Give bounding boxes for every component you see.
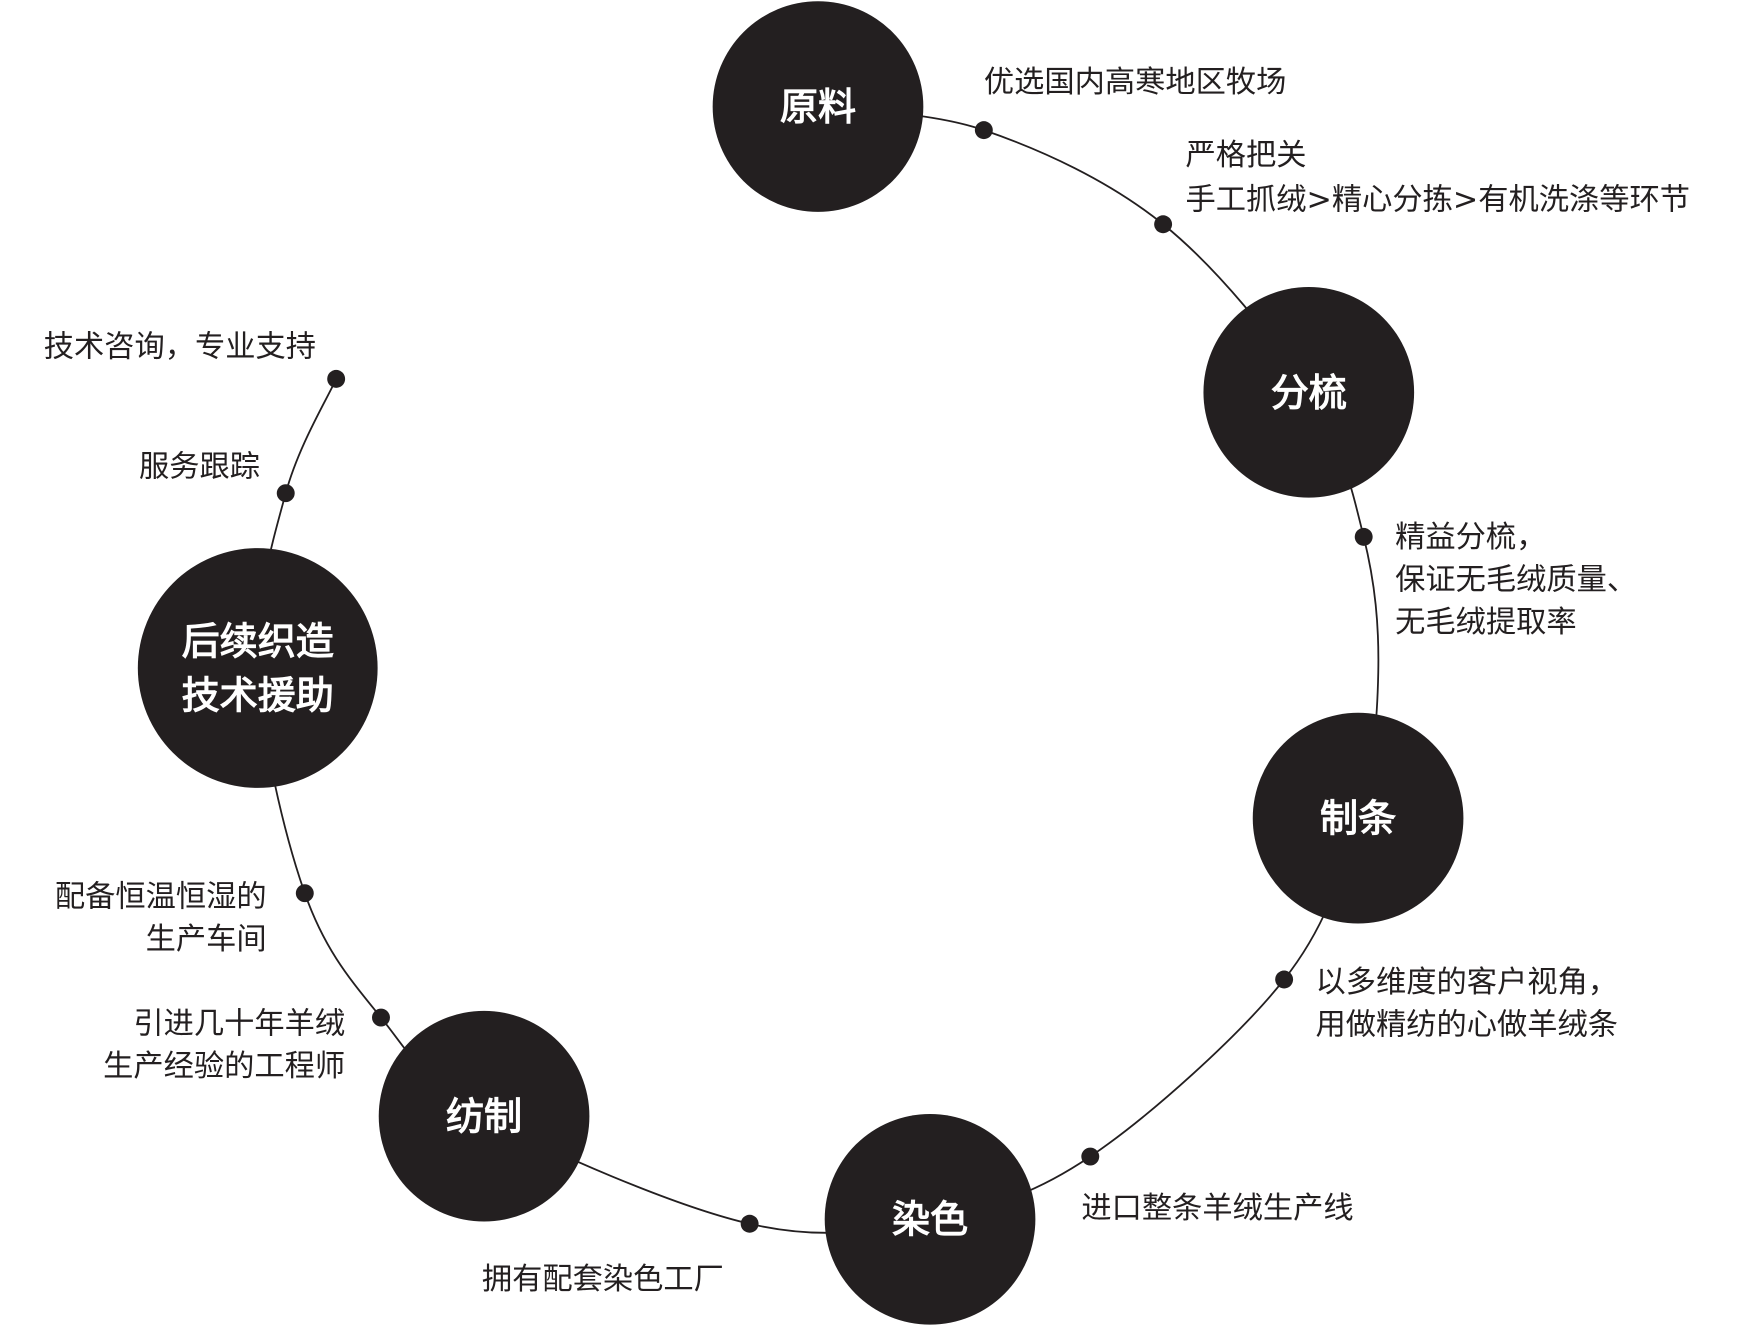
connector-dot bbox=[740, 1214, 759, 1233]
annotation-text: 进口整条羊绒生产线 bbox=[1081, 1191, 1353, 1226]
connector-dot bbox=[276, 484, 295, 503]
connector-dot bbox=[974, 121, 993, 140]
annotation: 技术咨询，专业支持 bbox=[44, 329, 316, 364]
annotation: 优选国内高寒地区牧场 bbox=[984, 65, 1287, 100]
annotation-text: 配备恒温恒湿的 bbox=[55, 880, 267, 915]
annotation: 进口整条羊绒生产线 bbox=[1081, 1191, 1353, 1226]
process-node-combing: 分梳 bbox=[1203, 287, 1415, 498]
annotation-text: 引进几十年羊绒 bbox=[133, 1006, 345, 1041]
node-circle bbox=[378, 1010, 590, 1222]
node-circle bbox=[1203, 287, 1415, 498]
process-node-dyeing: 染色 bbox=[824, 1113, 1036, 1325]
process-node-sliver: 制条 bbox=[1252, 712, 1464, 924]
node-circle bbox=[824, 1113, 1036, 1325]
annotation: 服务跟踪 bbox=[139, 449, 260, 484]
connector-dot bbox=[295, 884, 314, 903]
connector-dot bbox=[1081, 1147, 1100, 1166]
annotation-text: 保证无毛绒质量、 bbox=[1395, 563, 1637, 598]
connector-dot bbox=[372, 1008, 390, 1027]
connector-dot bbox=[1154, 215, 1173, 234]
process-node-spinning: 纺制 bbox=[378, 1010, 590, 1222]
connector-dot bbox=[1275, 970, 1294, 989]
annotation-text: 用做精纺的心做羊绒条 bbox=[1316, 1007, 1619, 1042]
connector-dot bbox=[1354, 527, 1373, 546]
annotation-text: 优选国内高寒地区牧场 bbox=[984, 65, 1287, 100]
annotation-text: 生产车间 bbox=[146, 922, 267, 957]
annotation: 精益分梳， 保证无毛绒质量、无毛绒提取率 bbox=[1395, 520, 1637, 640]
annotation-text: 技术咨询，专业支持 bbox=[44, 329, 316, 364]
annotation-text: 精益分梳， bbox=[1395, 520, 1546, 555]
node-label: 染色 bbox=[892, 1198, 968, 1242]
annotation-text: 拥有配套染色工厂 bbox=[482, 1262, 724, 1297]
node-label: 制条 bbox=[1320, 797, 1396, 841]
process-node-raw: 原料 bbox=[712, 1, 924, 212]
annotation-text: 生产经验的工程师 bbox=[103, 1049, 345, 1084]
annotation-text: 严格把关 bbox=[1186, 138, 1307, 173]
annotation-text: 手工抓绒>精心分拣>有机洗涤等环节 bbox=[1186, 183, 1690, 218]
annotation: 以多维度的客户视角， 用做精纺的心做羊绒条 bbox=[1316, 965, 1619, 1043]
annotation-text: 服务跟踪 bbox=[139, 449, 260, 484]
node-circle bbox=[712, 1, 924, 212]
node-circle bbox=[1252, 712, 1464, 924]
node-label: 纺制 bbox=[446, 1095, 522, 1139]
annotation-text: 以多维度的客户视角， bbox=[1316, 965, 1619, 1000]
node-label: 后续织造 bbox=[182, 620, 334, 664]
annotation: 拥有配套染色工厂 bbox=[482, 1262, 724, 1297]
node-circle bbox=[137, 548, 378, 788]
node-label: 技术援助 bbox=[182, 673, 334, 717]
node-label: 原料 bbox=[780, 85, 856, 129]
node-label: 分梳 bbox=[1271, 371, 1347, 415]
connector-dot bbox=[327, 369, 346, 388]
annotation-text: 无毛绒提取率 bbox=[1395, 605, 1577, 640]
